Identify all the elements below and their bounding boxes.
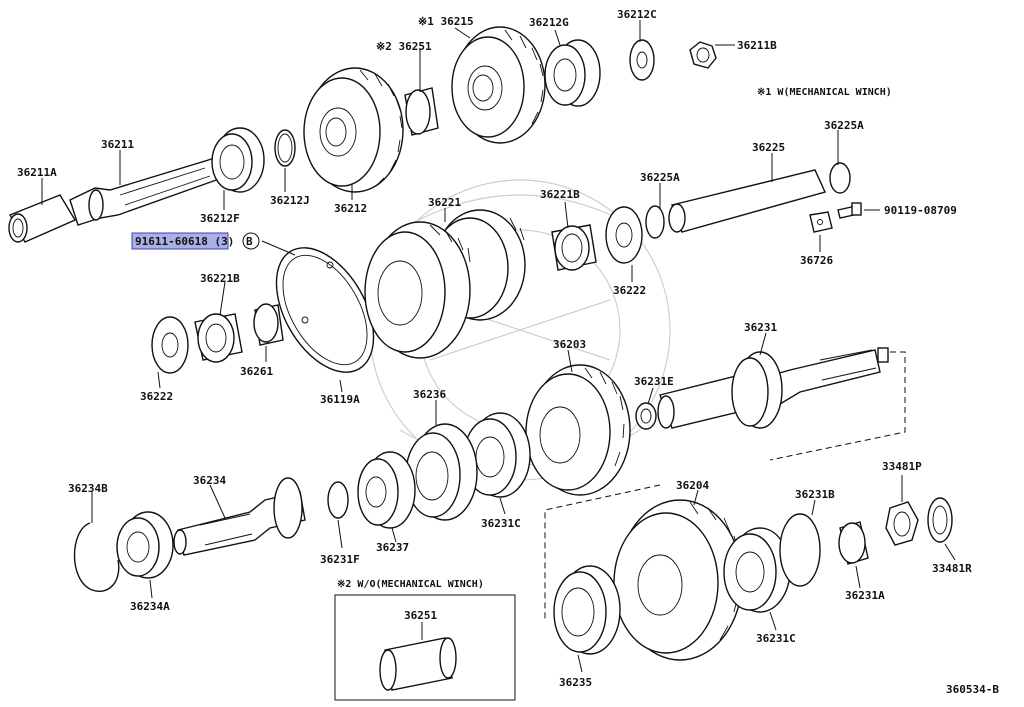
label-36212: 36212 <box>334 202 367 215</box>
svg-text:91611-60618 (3): 91611-60618 (3) <box>135 235 234 248</box>
label-36237: 36237 <box>376 541 409 554</box>
part-36212J-ring[interactable] <box>274 129 296 167</box>
part-36215-gear[interactable] <box>451 26 546 144</box>
label-36119A: 36119A <box>320 393 360 406</box>
part-36231E-bearing[interactable] <box>635 402 657 430</box>
label-36236: 36236 <box>413 388 446 401</box>
without-winch-box <box>334 594 516 701</box>
part-36221B-needle-bearing-left[interactable] <box>194 313 243 363</box>
label-36211: 36211 <box>101 138 134 151</box>
label-36231: 36231 <box>744 321 777 334</box>
part-36119A-plate[interactable] <box>256 231 393 389</box>
part-36231B-ring[interactable] <box>779 513 821 587</box>
part-36211B-nut[interactable] <box>689 41 717 69</box>
label-36231C-mid: 36231C <box>481 517 521 530</box>
part-90119-bolt[interactable] <box>837 202 862 219</box>
part-36212-gear[interactable] <box>303 67 404 193</box>
part-36237-gear[interactable] <box>357 451 416 529</box>
label-33481R: 33481R <box>932 562 972 575</box>
label-36212J: 36212J <box>270 194 310 207</box>
part-36235-sleeve[interactable] <box>553 565 621 655</box>
label-36231C-bottom: 36231C <box>756 632 796 645</box>
part-36726-lock-plate[interactable] <box>809 211 833 233</box>
part-36204-gear[interactable] <box>613 499 743 661</box>
label-36225A-mid: 36225A <box>640 171 680 184</box>
label-36231B: 36231B <box>795 488 835 501</box>
part-36212C-washer[interactable] <box>629 39 655 81</box>
part-36222-washer-left[interactable] <box>151 316 189 374</box>
label-36726: 36726 <box>800 254 833 267</box>
label-36225A-top: 36225A <box>824 119 864 132</box>
label-36234A: 36234A <box>130 600 170 613</box>
part-36212F-bearing[interactable] <box>211 127 265 193</box>
label-36222-left: 36222 <box>140 390 173 403</box>
part-36234B-snap-ring[interactable] <box>73 522 120 592</box>
part-36261-collar[interactable] <box>253 303 284 346</box>
label-36231E: 36231E <box>634 375 674 388</box>
part-36212G-bearing[interactable] <box>544 39 601 107</box>
part-36231C-bearing-bottom[interactable] <box>723 527 791 613</box>
label-36221B-right: 36221B <box>540 188 580 201</box>
label-36231A: 36231A <box>845 589 885 602</box>
dashed-assembly-bracket-bottom <box>544 484 661 620</box>
label-36251-box: 36251 <box>404 609 437 622</box>
label-36234B: 36234B <box>68 482 108 495</box>
label-36211B: 36211B <box>737 39 777 52</box>
note-without-winch: ※2 W/O(MECHANICAL WINCH) <box>337 579 484 590</box>
callout-b: B <box>246 235 253 248</box>
label-36212F: 36212F <box>200 212 240 225</box>
label-36212G: 36212G <box>529 16 569 29</box>
label-33481P: 33481P <box>882 460 922 473</box>
label-36221B-left: 36221B <box>200 272 240 285</box>
label-36261: 36261 <box>240 365 273 378</box>
part-36221-double-gear[interactable] <box>364 209 526 359</box>
part-36211A-sleeve[interactable] <box>8 194 77 243</box>
part-36251-collar[interactable] <box>404 87 439 136</box>
diagram-id: 360534-B <box>946 683 999 696</box>
label-36211A: 36211A <box>17 166 57 179</box>
part-36234A-bearing[interactable] <box>116 511 174 579</box>
part-33481P-nut[interactable] <box>885 501 919 546</box>
label-36235: 36235 <box>559 676 592 689</box>
label-36215: ※1 36215 <box>418 15 474 28</box>
label-36203: 36203 <box>553 338 586 351</box>
label-36222-right: 36222 <box>613 284 646 297</box>
part-36234-shaft[interactable] <box>173 477 306 556</box>
part-36221B-needle-bearing-right[interactable] <box>551 224 597 271</box>
part-36231F-snap-ring[interactable] <box>327 481 349 519</box>
leader-lines <box>41 20 956 673</box>
part-36225-shaft[interactable] <box>668 169 826 233</box>
part-36222-washer-right[interactable] <box>605 206 643 264</box>
label-90119-08709: 90119-08709 <box>884 204 957 217</box>
highlighted-part-91611-60618[interactable]: 91611-60618 (3) B <box>131 232 260 250</box>
dashed-assembly-bracket-top <box>769 351 906 461</box>
label-36221: 36221 <box>428 196 461 209</box>
label-36234: 36234 <box>193 474 226 487</box>
label-36231F: 36231F <box>320 553 360 566</box>
part-36225A-ring[interactable] <box>645 205 665 239</box>
part-36231-output-shaft[interactable] <box>657 347 889 429</box>
label-36251-top: ※2 36251 <box>376 40 432 53</box>
label-36225: 36225 <box>752 141 785 154</box>
part-36225A-ring-top[interactable] <box>829 162 851 194</box>
note-with-winch: ※1 W(MECHANICAL WINCH) <box>757 87 892 98</box>
part-36203-gear[interactable] <box>525 364 631 496</box>
part-36231A-collar[interactable] <box>838 521 869 565</box>
part-33481R-washer[interactable] <box>927 497 953 543</box>
label-36212C: 36212C <box>617 8 657 21</box>
label-36204: 36204 <box>676 479 709 492</box>
part-labels: ※1 36215 ※2 36251 36212G 36212C 36211B ※… <box>17 8 999 696</box>
